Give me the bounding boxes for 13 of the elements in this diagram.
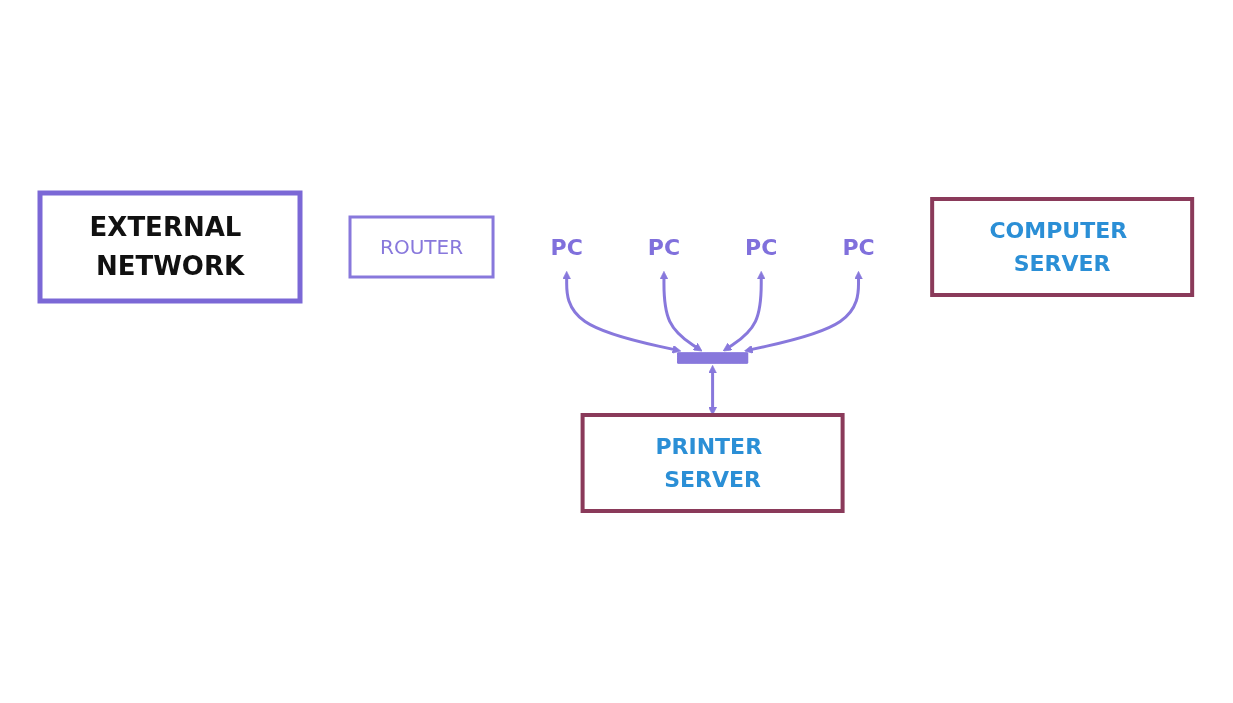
arrow <box>659 270 703 351</box>
node-text: PC <box>842 234 876 259</box>
node-box: EXTERNAL NETWORK <box>37 190 303 303</box>
arrow <box>723 270 767 351</box>
arrow <box>562 270 682 354</box>
arrow <box>744 270 864 354</box>
node-box: ROUTER <box>348 215 495 278</box>
node-box: PRINTER SERVER <box>581 412 845 513</box>
node-box: COMPUTER SERVER <box>930 196 1195 297</box>
node-text: PC <box>745 234 778 259</box>
node-text: PC <box>648 234 681 259</box>
node-text: PC <box>550 234 584 259</box>
arrow <box>708 364 718 415</box>
